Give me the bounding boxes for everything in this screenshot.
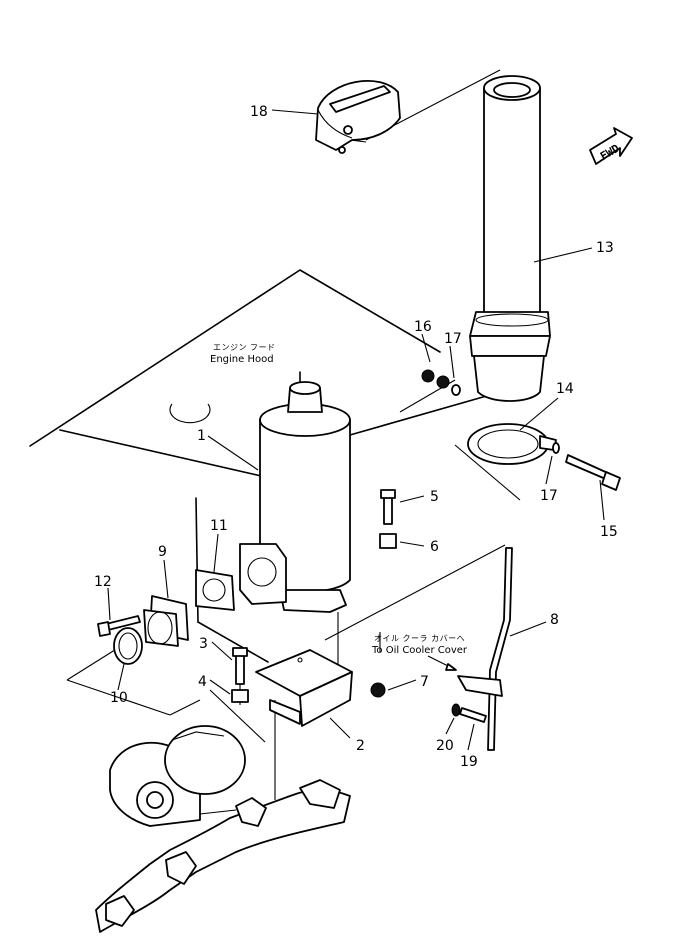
engine-hood-outline [29, 269, 491, 663]
leader-lines [107, 109, 605, 751]
clamp-part-14 [467, 423, 557, 465]
callout-12: 12 [94, 574, 112, 590]
engine-hood-note: エンジン フード Engine Hood [210, 343, 276, 365]
callout-16: 16 [414, 319, 432, 335]
callout-2: 2 [356, 738, 365, 754]
fwd-arrow-icon: FWD [589, 127, 633, 165]
bolt-washer-19-20 [451, 703, 487, 723]
bolt-part-15 [565, 454, 621, 491]
engine-hood-label-jp: エンジン フード [213, 343, 276, 352]
exhaust-pipe-part-13 [469, 75, 551, 402]
callout-7: 7 [420, 674, 429, 690]
oil-cooler-label-jp: オイル クーラ カバーへ [374, 634, 465, 643]
flange-pipe-part-9 [143, 595, 189, 647]
callout-14: 14 [556, 381, 574, 397]
bolts-spacers-3-4-5-6 [231, 489, 397, 703]
callout-9: 9 [158, 544, 167, 560]
callout-18: 18 [250, 104, 268, 120]
callout-17-upper: 17 [444, 331, 462, 347]
callout-8: 8 [550, 612, 559, 628]
callout-17-lower: 17 [540, 488, 558, 504]
guide-lines [66, 69, 521, 800]
turbocharger [109, 725, 246, 827]
callout-10: 10 [110, 690, 128, 706]
nut-part-7 [370, 682, 386, 698]
callout-19: 19 [460, 754, 478, 770]
callout-5: 5 [430, 489, 439, 505]
bolt-part-12 [97, 615, 141, 637]
callout-numbers: 1 2 3 4 5 6 7 8 9 10 11 12 13 14 15 16 1… [94, 104, 618, 770]
callout-4: 4 [198, 674, 207, 690]
bracket-part-2 [255, 649, 353, 727]
callout-13: 13 [596, 240, 614, 256]
callout-20: 20 [436, 738, 454, 754]
rain-cap-part-18 [315, 80, 401, 154]
callout-3: 3 [199, 636, 208, 652]
callout-11: 11 [210, 518, 228, 534]
callout-15: 15 [600, 524, 618, 540]
gasket-part-11 [195, 569, 235, 611]
callout-1: 1 [197, 428, 206, 444]
engine-hood-label: Engine Hood [210, 354, 274, 365]
oil-cooler-note: オイル クーラ カバーへ To Oil Cooler Cover [371, 634, 468, 671]
callout-6: 6 [430, 539, 439, 555]
pipe-part-8 [457, 547, 513, 751]
exhaust-manifold [95, 779, 351, 933]
ring-part-10 [113, 627, 143, 665]
muffler-part-1 [239, 381, 351, 613]
nuts-washers-16-17 [421, 369, 560, 454]
oil-cooler-label: To Oil Cooler Cover [371, 645, 468, 656]
